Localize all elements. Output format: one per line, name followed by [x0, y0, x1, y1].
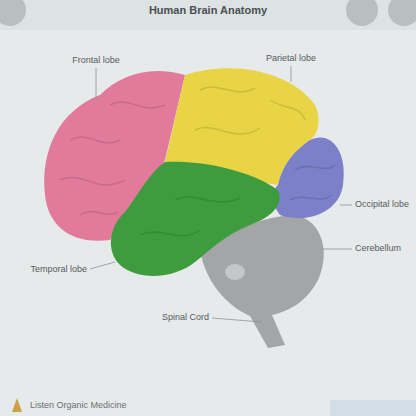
footer-text: Listen Organic Medicine [30, 401, 127, 411]
close-button [346, 0, 378, 26]
leader-line [90, 262, 115, 269]
leader-line [212, 318, 262, 322]
part-label: Parietal lobe [266, 54, 316, 64]
back-button [0, 0, 26, 26]
part-label: Occipital lobe [355, 200, 409, 210]
leader-line [340, 205, 352, 206]
leader-line [322, 249, 352, 250]
part-label: Temporal lobe [30, 265, 87, 275]
temporal-lobe-shape [111, 162, 280, 276]
footer-icon [12, 398, 22, 412]
brainstem-highlight [225, 264, 245, 280]
leader-line [96, 68, 97, 100]
part-label: Frontal lobe [72, 56, 120, 66]
part-label: Cerebellum [355, 244, 401, 254]
occipital-lobe-shape [274, 137, 344, 218]
part-label: Spinal Cord [162, 313, 209, 323]
diagram-title: Human Brain Anatomy [149, 4, 267, 16]
menu-button [388, 0, 416, 26]
footer-button [330, 400, 416, 416]
leader-line [291, 66, 292, 82]
